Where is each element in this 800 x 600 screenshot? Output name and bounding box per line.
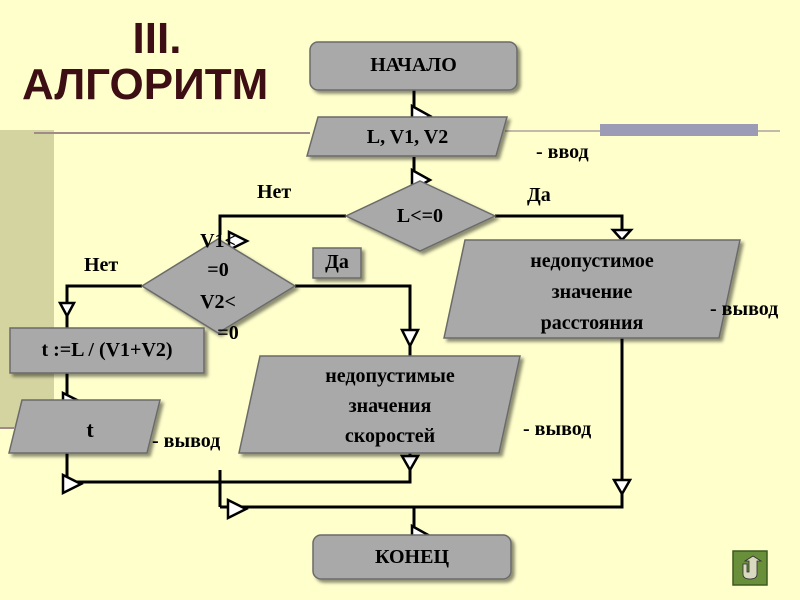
decision-v-line-1: V1< (200, 230, 236, 252)
output-distance-line-2: значение (551, 281, 633, 303)
output-speed-note: - вывод (523, 418, 592, 440)
arrow-icon (57, 301, 77, 319)
output-t-label: t (86, 417, 94, 442)
arrow-icon (610, 228, 634, 242)
output-distance-note: - вывод (710, 298, 779, 320)
start-block (309, 41, 518, 91)
output-speed-line-3: скоростей (344, 425, 436, 447)
output-speed-block (238, 355, 521, 454)
slide-title: III. АЛГОРИТМ (22, 16, 292, 108)
input-label: L, V1, V2 (366, 126, 449, 148)
yes-label-box (312, 247, 362, 279)
arrow-icon (399, 454, 421, 473)
decision-l-label: L<=0 (396, 205, 444, 227)
arrow-icon (399, 328, 421, 349)
input-block (306, 116, 508, 157)
output-t-note: - вывод (152, 430, 221, 452)
title-line-2: АЛГОРИТМ (22, 60, 269, 109)
right-accent-bar (600, 124, 758, 136)
decision-v-line-3: V2< (200, 291, 236, 313)
decision-v-block (140, 238, 297, 334)
end-block (312, 534, 512, 580)
output-t-block (8, 399, 161, 454)
decision-v-no-label: Нет (84, 254, 119, 276)
output-distance-block (443, 239, 741, 339)
arrow-icon (611, 478, 633, 497)
left-accent-bar (0, 130, 54, 428)
decision-v-line-4: =0 (217, 322, 239, 344)
input-note: - ввод (536, 141, 589, 163)
decision-v-yes-label: Да (325, 251, 349, 273)
arrow-icon (226, 497, 249, 521)
arrow-icon (61, 472, 84, 496)
return-button[interactable] (732, 550, 768, 586)
decision-l-no-label: Нет (257, 181, 292, 203)
arrowheads (57, 103, 634, 549)
output-distance-line-1: недопустимое (530, 250, 654, 272)
output-speed-line-1: недопустимые (325, 365, 455, 387)
compute-label: t :=L / (V1+V2) (41, 339, 173, 361)
output-speed-line-2: значения (348, 395, 432, 417)
end-label: КОНЕЦ (374, 546, 449, 568)
title-line-1: III. (132, 14, 182, 63)
compute-block (9, 327, 205, 374)
return-arrow-icon (742, 555, 763, 580)
decision-l-block (344, 180, 497, 252)
arrow-icon (227, 229, 250, 253)
decision-l-yes-label: Да (527, 184, 551, 206)
decision-v-line-2: =0 (207, 259, 229, 281)
start-label: НАЧАЛО (370, 54, 457, 76)
output-distance-line-3: расстояния (540, 312, 644, 334)
